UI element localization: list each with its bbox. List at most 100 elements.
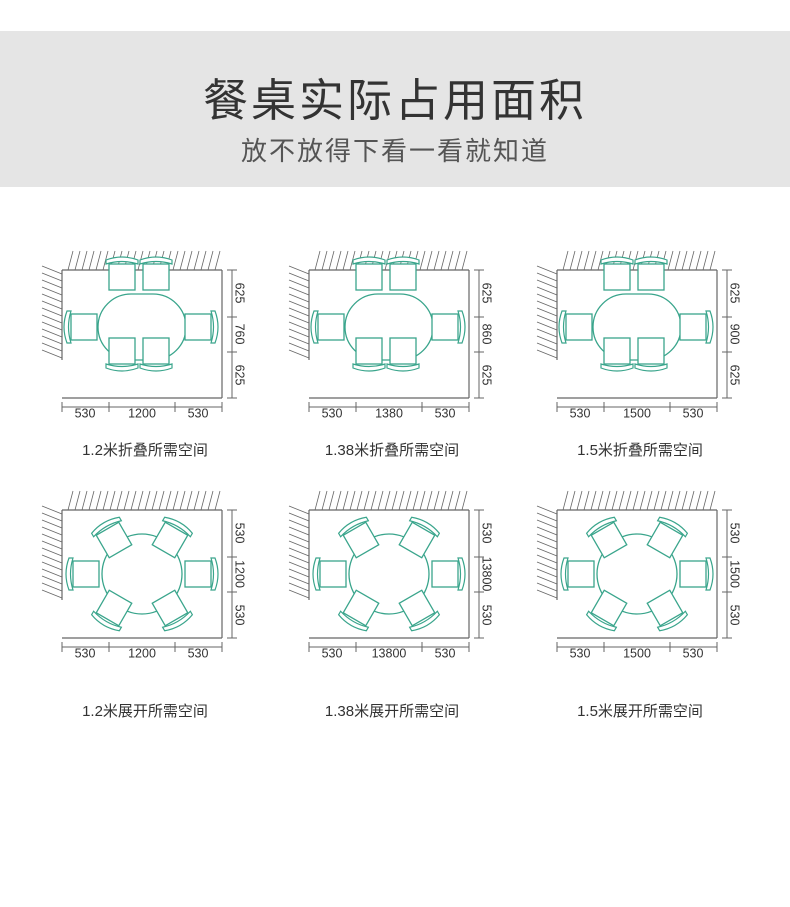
hatch-mark [67, 490, 74, 511]
chair-back [105, 256, 139, 265]
chair-seat [431, 560, 459, 588]
hatch-mark [536, 554, 558, 564]
chair-back [65, 557, 74, 591]
hatch-mark [88, 490, 95, 511]
hatch-mark [321, 490, 328, 511]
dim-bottom-middle: 1200 [128, 646, 156, 660]
hatch-mark [41, 582, 63, 592]
chair-seat [151, 521, 189, 559]
hatch-mark [200, 250, 207, 271]
hatch-mark [207, 250, 214, 271]
chair-icon [679, 310, 714, 344]
hatch-mark [179, 490, 186, 511]
hatch-mark [41, 561, 63, 571]
dim-right-top: 625 [233, 283, 247, 304]
hatch-mark [426, 490, 433, 511]
hatch-mark [288, 519, 310, 529]
hatch-mark [288, 349, 310, 359]
hatch-mark [41, 575, 63, 585]
hatch-mark [398, 490, 405, 511]
dim-bottom-left: 530 [322, 646, 343, 660]
chair-back [656, 610, 689, 632]
dim-bottom-right: 530 [683, 646, 704, 660]
dim-bottom-left: 530 [75, 646, 96, 660]
hatch-mark [151, 490, 158, 511]
hatch-mark [123, 490, 130, 511]
hatch-mark [583, 490, 590, 511]
hatch-mark [193, 490, 200, 511]
hatch-mark [590, 490, 597, 511]
chair-icon [560, 557, 595, 591]
hatch-mark [536, 561, 558, 571]
chair-icon [139, 256, 173, 291]
hatch-mark [440, 250, 447, 271]
hatch-mark [536, 575, 558, 585]
chair-seat [565, 313, 593, 341]
chair-icon [90, 589, 133, 632]
hatch-mark [186, 250, 193, 271]
hatch-mark [681, 250, 688, 271]
hatch-mark [342, 490, 349, 511]
hatch-mark [536, 314, 558, 324]
hatch-mark [646, 490, 653, 511]
hatch-mark [41, 286, 63, 296]
hatch-mark [288, 561, 310, 571]
chair-seat [603, 263, 631, 291]
chair-icon [585, 589, 628, 632]
hatch-mark [335, 490, 342, 511]
hatch-mark [681, 490, 688, 511]
hatch-mark [41, 533, 63, 543]
chair-seat [70, 313, 98, 341]
chair-icon [184, 557, 219, 591]
dim-bottom-left: 530 [75, 406, 96, 420]
dim-bottom-right: 530 [188, 646, 209, 660]
chair-seat [389, 263, 417, 291]
chair-seat [184, 313, 212, 341]
chair-seat [389, 337, 417, 365]
hatch-mark [288, 526, 310, 536]
dim-right-top: 625 [480, 283, 494, 304]
chair-seat [95, 589, 133, 627]
page-title: 餐桌实际占用面积 [202, 75, 587, 126]
hatch-mark [288, 342, 310, 352]
chair-icon [105, 337, 139, 372]
chair-icon [398, 516, 441, 559]
chair-icon [386, 337, 420, 372]
chair-back [600, 256, 634, 265]
chair-back [352, 363, 386, 372]
hatch-mark [41, 293, 63, 303]
chair-back [457, 310, 466, 344]
chair-back [634, 363, 668, 372]
chair-back [210, 557, 219, 591]
chair-seat [108, 337, 136, 365]
hatch-mark [536, 589, 558, 599]
chair-icon [646, 516, 689, 559]
hatch-mark [695, 250, 702, 271]
hatch-mark [41, 265, 63, 275]
chair-back [139, 256, 173, 265]
hatch-mark [412, 490, 419, 511]
hatch-mark [536, 512, 558, 522]
hatch-mark [288, 568, 310, 578]
hatch-mark [536, 342, 558, 352]
chair-back [310, 310, 319, 344]
hatch-mark [702, 490, 709, 511]
chair-back [585, 516, 618, 538]
hatch-mark [41, 321, 63, 331]
chair-back [600, 363, 634, 372]
chair-icon [139, 337, 173, 372]
chair-seat [398, 521, 436, 559]
hatch-mark [536, 349, 558, 359]
hatch-mark [314, 490, 321, 511]
dim-right-bottom: 530 [728, 605, 742, 626]
chair-back [558, 310, 567, 344]
chair-seat [142, 337, 170, 365]
chair-icon [184, 310, 219, 344]
chair-seat [637, 263, 665, 291]
chair-seat [567, 560, 595, 588]
dim-right-top: 530 [233, 523, 247, 544]
hatch-mark [67, 250, 74, 271]
